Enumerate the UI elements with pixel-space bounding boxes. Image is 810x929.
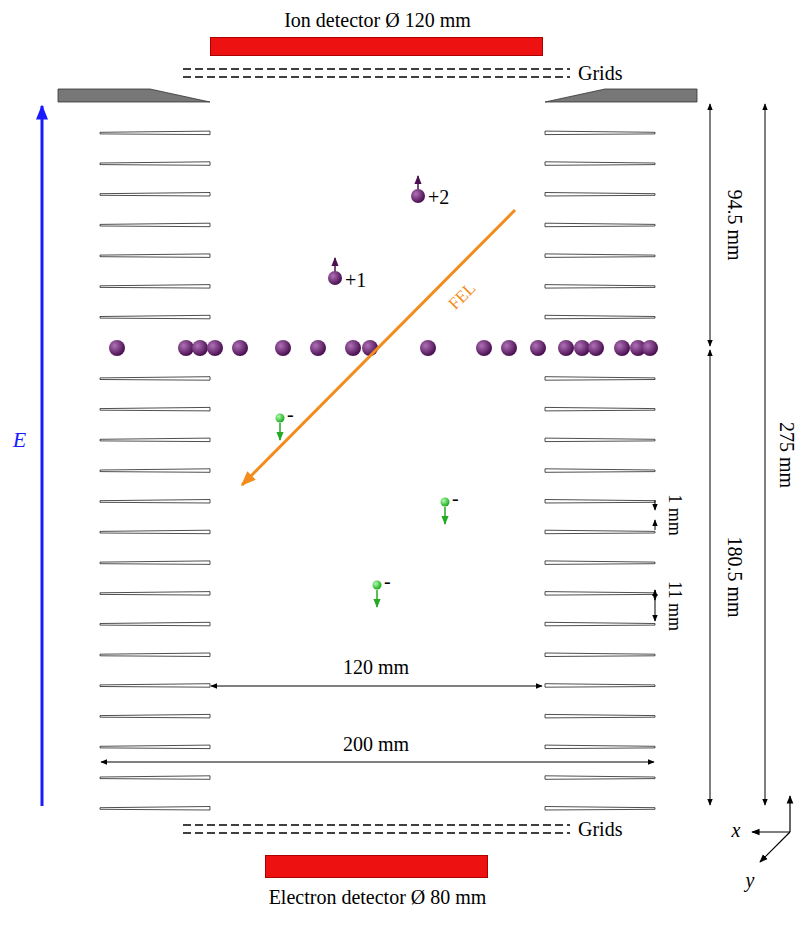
- detector-label: Ion detector Ø 120 mm: [284, 10, 471, 30]
- field-label: E⃗: [13, 429, 44, 451]
- dimension-arrows: [101, 104, 765, 805]
- detector-plate: Ion detector Ø 120 mm: [210, 37, 543, 56]
- detector-plate: Electron detector Ø 80 mm: [265, 855, 488, 878]
- beam-label: FEL: [445, 279, 478, 312]
- axis-label: x: [732, 820, 741, 840]
- charge-label: -: [287, 404, 294, 424]
- detector-label: Electron detector Ø 80 mm: [269, 887, 487, 907]
- end-plate: [545, 89, 697, 102]
- dimension-label: 1 mm: [666, 494, 684, 536]
- grid-lines: [183, 69, 570, 833]
- dimension-label: 200 mm: [343, 734, 409, 754]
- field-arrow: [41, 106, 44, 806]
- ion-particles: [328, 176, 425, 285]
- grid-label: Grids: [578, 819, 622, 839]
- dimension-label: 94.5 mm: [725, 189, 745, 260]
- axis-label: y: [746, 870, 755, 890]
- dimension-label: 120 mm: [343, 657, 409, 677]
- electron-particles: [276, 414, 450, 608]
- fel-beam: [242, 210, 515, 485]
- dimension-label: 275 mm: [777, 422, 797, 488]
- charge-label: -: [384, 571, 391, 591]
- electrode-plates: [100, 131, 655, 810]
- axis-arrows: [752, 796, 790, 862]
- end-plate: [58, 89, 210, 102]
- charge-label: +1: [345, 270, 366, 290]
- charge-label: +2: [428, 187, 449, 207]
- grid-label: Grids: [578, 63, 622, 83]
- dimension-label: 180.5 mm: [725, 536, 745, 617]
- charge-label: -: [452, 488, 459, 508]
- dimension-label: 11 mm: [666, 581, 684, 631]
